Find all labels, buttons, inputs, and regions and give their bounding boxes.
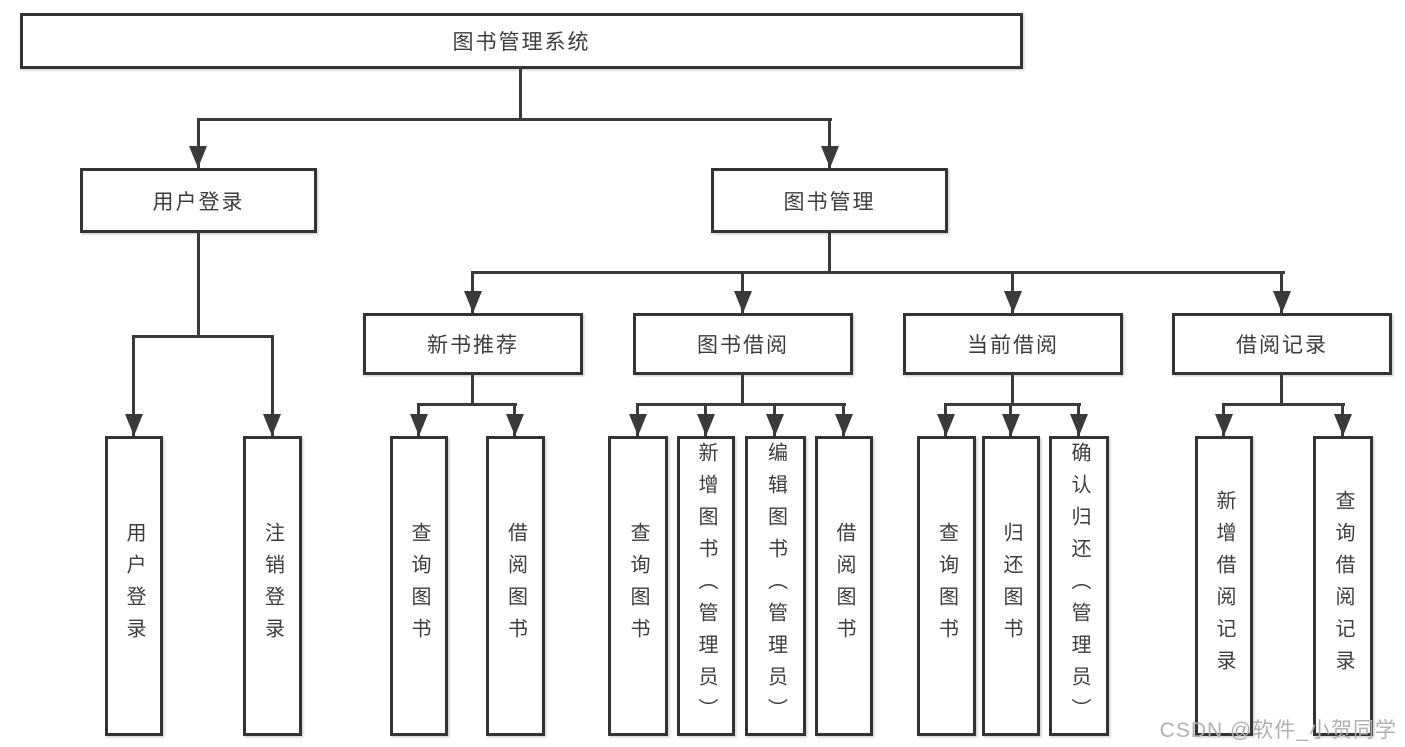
arrow-down-icon — [734, 291, 752, 313]
arrow-down-icon — [125, 414, 143, 436]
arrow-down-icon — [1004, 291, 1022, 313]
node-logout-label: 注销登录 — [261, 522, 284, 650]
connector-new-book-stem — [471, 373, 474, 406]
arrow-down-icon — [1334, 414, 1352, 436]
node-logout: 注销登录 — [243, 436, 302, 736]
connector-to-user-login — [197, 118, 200, 168]
node-book-management: 图书管理 — [711, 168, 948, 233]
connector-book-management-crossbar — [471, 271, 1285, 274]
arrow-down-icon — [410, 414, 428, 436]
arrow-down-icon — [464, 291, 482, 313]
node-return-books-label: 归还图书 — [1000, 522, 1022, 650]
node-edit-books-admin-label: 编辑图书（管理员） — [764, 442, 787, 730]
node-add-borrow-record: 新增借阅记录 — [1195, 436, 1253, 736]
connector-borrowing-records-stem — [1280, 373, 1283, 406]
node-user-login-leaf: 用户登录 — [105, 436, 163, 736]
node-edit-books-admin: 编辑图书（管理员） — [745, 436, 806, 736]
node-query-books-current-label: 查询图书 — [935, 522, 958, 650]
node-query-books-current: 查询图书 — [917, 436, 976, 736]
connector-to-login-leaf — [132, 335, 135, 436]
arrow-down-icon — [629, 414, 647, 436]
node-current-borrowing-label: 当前借阅 — [967, 334, 1059, 357]
arrow-down-icon — [1070, 414, 1088, 436]
node-add-borrow-record-label: 新增借阅记录 — [1213, 490, 1235, 682]
node-return-books: 归还图书 — [982, 436, 1040, 736]
node-borrow-books-leaf-label: 借阅图书 — [833, 522, 855, 650]
arrow-down-icon — [821, 146, 839, 168]
arrow-down-icon — [189, 146, 207, 168]
node-query-books-recommend: 查询图书 — [390, 436, 448, 736]
node-library-management-system: 图书管理系统 — [20, 13, 1023, 69]
connector-new-book-crossbar — [417, 403, 517, 406]
node-add-books-admin-label: 新增图书（管理员） — [695, 442, 717, 730]
node-user-login: 用户登录 — [80, 168, 317, 233]
node-book-borrowing: 图书借阅 — [633, 313, 853, 375]
node-new-book-recommendation-label: 新书推荐 — [427, 334, 519, 357]
node-book-management-label: 图书管理 — [783, 190, 876, 214]
node-confirm-return-admin-label: 确认归还（管理员） — [1068, 442, 1090, 730]
arrow-down-icon — [766, 414, 784, 436]
connector-borrowing-records-crossbar — [1223, 403, 1345, 406]
connector-book-borrowing-crossbar — [637, 403, 846, 406]
node-borrowing-records-label: 借阅记录 — [1236, 334, 1328, 357]
arrow-down-icon — [1273, 291, 1291, 313]
connector-book-borrowing-stem — [741, 373, 744, 406]
arrow-down-icon — [697, 414, 715, 436]
connector-current-borrowing-stem — [1011, 373, 1014, 406]
node-borrow-books-recommend: 借阅图书 — [486, 436, 545, 736]
node-query-books-borrowing: 查询图书 — [608, 436, 668, 736]
connector-book-management-stem — [828, 231, 831, 274]
connector-root-crossbar — [197, 118, 832, 121]
node-new-book-recommendation: 新书推荐 — [363, 313, 583, 375]
arrow-down-icon — [835, 414, 853, 436]
connector-root-stem — [519, 66, 522, 120]
connector-user-login-stem — [197, 231, 200, 337]
node-user-login-leaf-label: 用户登录 — [123, 522, 145, 650]
connector-to-book-management — [828, 118, 831, 168]
arrow-down-icon — [937, 414, 955, 436]
node-book-borrowing-label: 图书借阅 — [697, 334, 789, 357]
node-borrowing-records: 借阅记录 — [1172, 313, 1392, 375]
node-query-books-recommend-label: 查询图书 — [408, 522, 430, 650]
connector-current-borrowing-crossbar — [945, 403, 1081, 406]
node-query-borrow-record: 查询借阅记录 — [1313, 436, 1373, 736]
node-borrow-books-leaf: 借阅图书 — [815, 436, 873, 736]
node-library-management-system-label: 图书管理系统 — [452, 31, 591, 54]
node-query-borrow-record-label: 查询借阅记录 — [1332, 490, 1354, 682]
csdn-watermark: CSDN @软件_小贺同学 — [1159, 719, 1397, 742]
node-add-books-admin: 新增图书（管理员） — [677, 436, 735, 736]
arrow-down-icon — [1215, 414, 1233, 436]
node-confirm-return-admin: 确认归还（管理员） — [1049, 436, 1109, 736]
connector-to-logout-leaf — [271, 335, 274, 436]
arrow-down-icon — [1002, 414, 1020, 436]
node-query-books-borrowing-label: 查询图书 — [627, 522, 649, 650]
arrow-down-icon — [506, 414, 524, 436]
connector-user-login-crossbar — [132, 335, 274, 338]
arrow-down-icon — [263, 414, 281, 436]
node-current-borrowing: 当前借阅 — [903, 313, 1123, 375]
node-borrow-books-recommend-label: 借阅图书 — [504, 522, 527, 650]
node-user-login-label: 用户登录 — [152, 190, 245, 214]
